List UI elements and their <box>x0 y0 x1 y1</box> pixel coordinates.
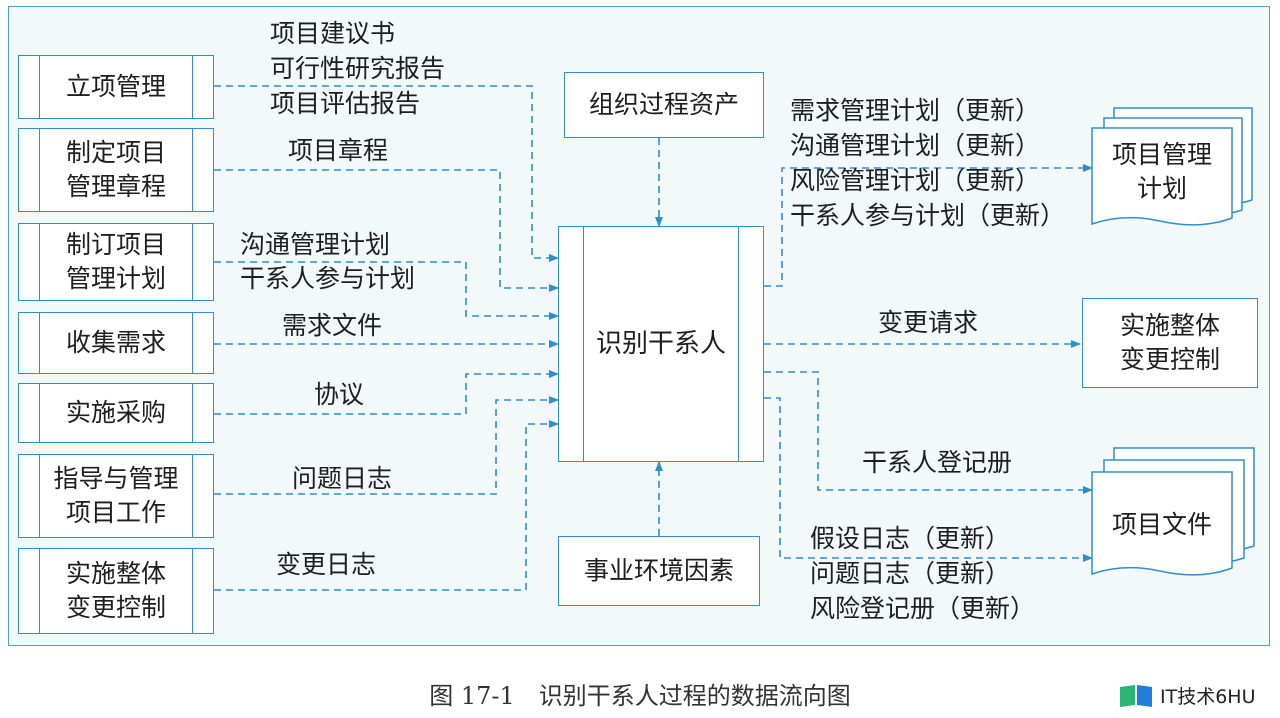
flow-line-2 <box>214 169 559 292</box>
org-process-assets-box: 组织过程资产 <box>564 72 764 138</box>
process-label-6: 指导与管理项目工作 <box>53 464 179 527</box>
flow-line-plan <box>764 164 1093 287</box>
flow-line-register <box>764 371 1093 494</box>
enterprise-env-factors-box: 事业环境因素 <box>558 536 760 606</box>
process-label-2: 制定项目管理章程 <box>65 138 166 201</box>
data-label-4: 需求文件 <box>282 311 383 340</box>
data-label-1c: 项目评估报告 <box>270 89 421 118</box>
process-box-1: 立项管理 <box>18 55 214 119</box>
plan-update-1: 需求管理计划（更新） <box>790 96 1041 125</box>
plan-update-3: 风险管理计划（更新） <box>790 166 1041 195</box>
org-process-assets-label: 组织过程资产 <box>588 90 739 119</box>
identify-stakeholders-label: 识别干系人 <box>595 329 726 359</box>
flow-line-6 <box>214 396 559 495</box>
flow-line-1 <box>214 85 559 262</box>
data-label-1a: 项目建议书 <box>270 19 396 48</box>
register-label: 干系人登记册 <box>862 448 1013 477</box>
data-label-3a: 沟通管理计划 <box>240 230 391 259</box>
data-label-5: 协议 <box>314 380 365 409</box>
figure-caption: 图 17-1 识别干系人过程的数据流向图 <box>429 682 851 710</box>
data-label-7: 变更日志 <box>276 550 377 579</box>
watermark-text: IT技术6HU <box>1160 686 1256 708</box>
data-label-1b: 可行性研究报告 <box>270 54 446 83</box>
docs-front <box>1091 471 1233 576</box>
flow-line-3 <box>214 261 559 320</box>
project-docs-label: 项目文件 <box>1111 510 1212 539</box>
data-label-3b: 干系人参与计划 <box>240 264 416 293</box>
doc-update-1: 假设日志（更新） <box>810 524 1011 553</box>
process-box-4: 收集需求 <box>18 312 214 374</box>
book-logo-icon <box>1120 684 1152 707</box>
process-box-2: 制定项目管理章程 <box>18 128 214 212</box>
process-label-1: 立项管理 <box>65 72 166 101</box>
plan-update-2: 沟通管理计划（更新） <box>790 131 1041 160</box>
change-control-box: 实施整体变更控制 <box>1082 298 1258 388</box>
flow-line-5 <box>214 370 559 415</box>
process-label-3: 制订项目管理计划 <box>65 230 166 293</box>
plan-doc-label: 项目管理计划 <box>1111 140 1212 203</box>
enterprise-env-factors-label: 事业环境因素 <box>583 556 734 585</box>
flow-line-docs <box>764 397 1093 562</box>
process-box-7: 实施整体变更控制 <box>18 548 214 634</box>
process-box-5: 实施采购 <box>18 383 214 443</box>
process-box-6: 指导与管理项目工作 <box>18 454 214 538</box>
process-label-7: 实施整体变更控制 <box>65 559 166 622</box>
data-label-6: 问题日志 <box>292 464 393 493</box>
plan-doc-front <box>1091 127 1233 226</box>
data-label-2: 项目章程 <box>288 136 389 165</box>
process-box-3: 制订项目管理计划 <box>18 223 214 301</box>
process-label-4: 收集需求 <box>65 328 166 357</box>
flow-line-7 <box>214 420 559 591</box>
watermark: IT技术6HU <box>1118 682 1256 709</box>
change-request-label: 变更请求 <box>878 308 979 337</box>
identify-stakeholders-box: 识别干系人 <box>558 226 764 462</box>
plan-update-4: 干系人参与计划（更新） <box>790 201 1066 230</box>
change-control-label: 实施整体变更控制 <box>1119 311 1220 374</box>
process-label-5: 实施采购 <box>65 398 166 427</box>
doc-update-3: 风险登记册（更新） <box>810 594 1036 623</box>
doc-update-2: 问题日志（更新） <box>810 559 1011 588</box>
